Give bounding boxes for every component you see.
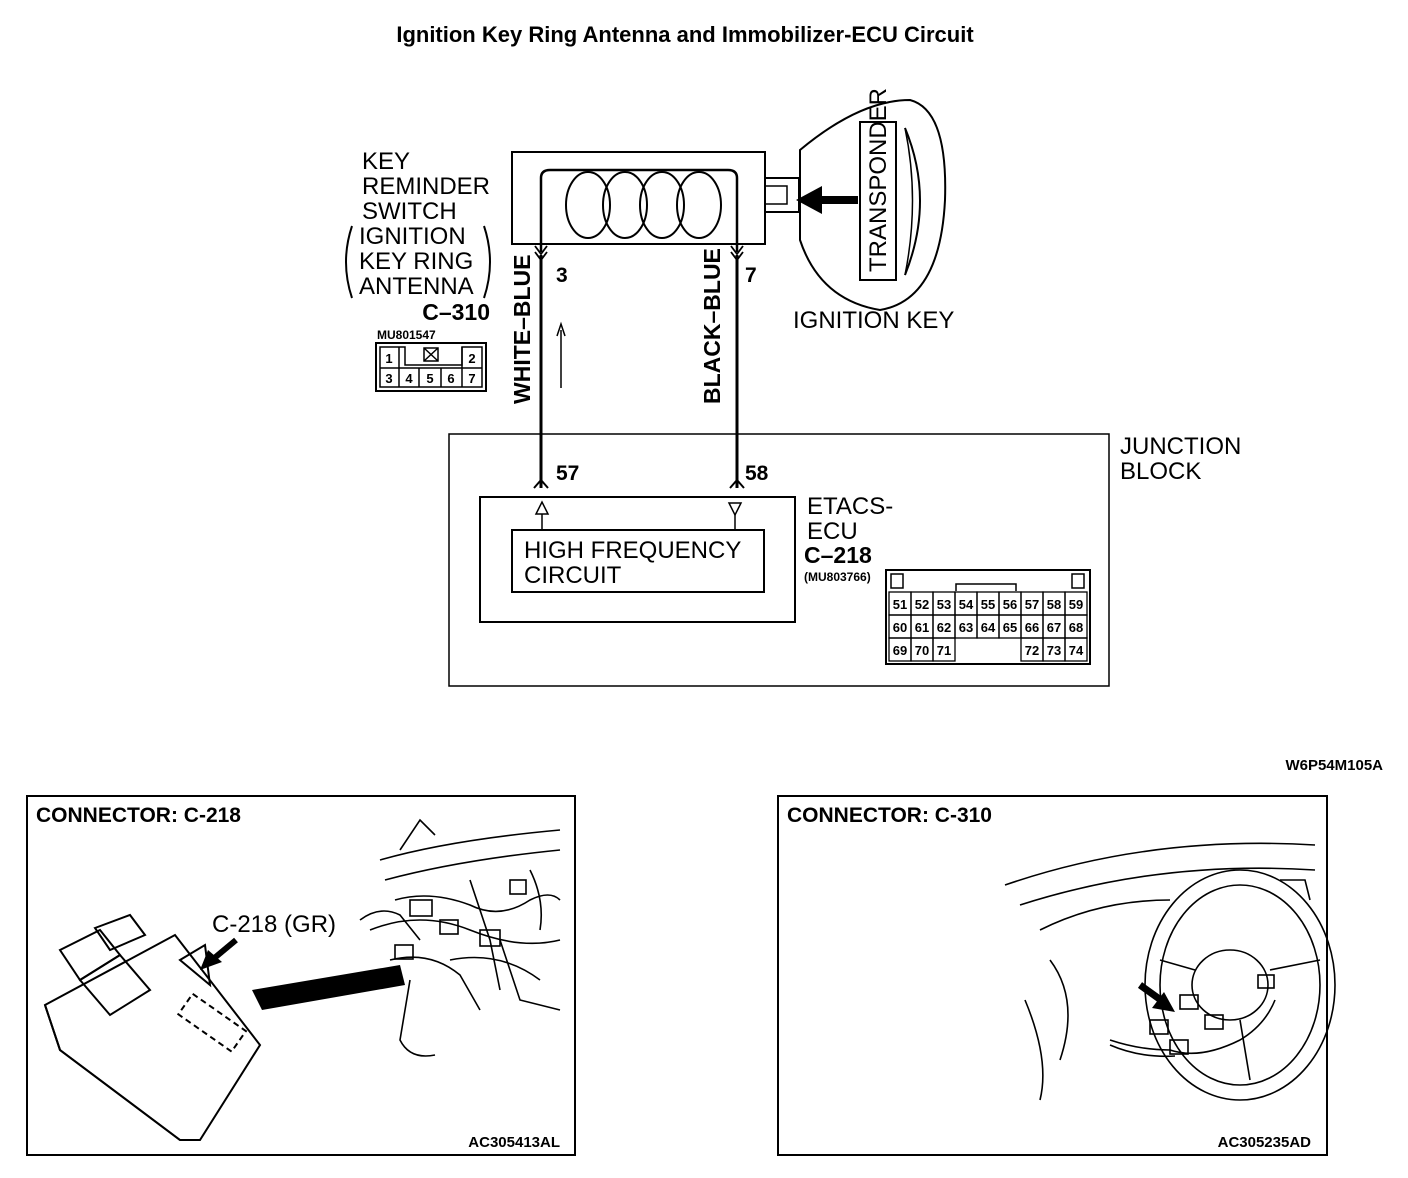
pin-3: 3 bbox=[556, 264, 568, 287]
blank-pin-icon bbox=[423, 347, 439, 362]
panel-c310: CONNECTOR: C-310 AC305235AD bbox=[777, 795, 1336, 1156]
callout-arrow-icon bbox=[210, 937, 238, 963]
c310-pin: 3 bbox=[385, 371, 392, 386]
pin-58: 58 bbox=[745, 462, 769, 485]
ignition-key-label: IGNITION KEY bbox=[793, 307, 954, 334]
black-blue-label: BLACK–BLUE bbox=[699, 248, 725, 404]
c310-pin: 5 bbox=[426, 371, 433, 386]
c218-pin: 56 bbox=[1003, 597, 1017, 612]
connector-c218-face: 51 52 53 54 55 56 57 58 59 60 61 62 63 64 65 66 67 68 69 70… bbox=[885, 569, 1091, 665]
right-paren bbox=[483, 225, 491, 299]
c218-pin-cell bbox=[932, 637, 956, 662]
figure-code: W6P54M105A bbox=[1285, 757, 1383, 774]
hf-circuit-line-2: CIRCUIT bbox=[524, 562, 622, 589]
c218-pin: 62 bbox=[937, 620, 951, 635]
c310-pin: 7 bbox=[468, 371, 475, 386]
white-blue-label: WHITE–BLUE bbox=[509, 255, 535, 405]
junction-label-1: JUNCTION bbox=[1120, 433, 1241, 460]
antenna-label-line-3: SWITCH bbox=[362, 198, 457, 225]
c218-pin: 61 bbox=[915, 620, 929, 635]
transponder-box bbox=[859, 121, 897, 281]
c218-pin: 68 bbox=[1069, 620, 1083, 635]
output-arrow-icon bbox=[534, 500, 550, 515]
pin-7: 7 bbox=[745, 264, 757, 287]
antenna-connector-id: C–310 bbox=[422, 299, 490, 325]
c310-pin: 2 bbox=[468, 351, 475, 366]
pointer-wedge bbox=[252, 965, 405, 1010]
transponder-label: TRANSPONDER bbox=[865, 88, 892, 272]
ecu-part-number: (MU803766) bbox=[804, 570, 871, 584]
ecu-label-1: ETACS- bbox=[807, 493, 893, 520]
c310-pin: 6 bbox=[447, 371, 454, 386]
ignition-key: TRANSPONDER IGNITION KEY bbox=[793, 88, 954, 334]
left-paren bbox=[345, 225, 353, 299]
ecu-label-2: ECU bbox=[807, 518, 858, 545]
wires: 3 7 57 58 WHITE–BLUE BLACK–BLUE bbox=[509, 245, 769, 489]
antenna-label-line-4: IGNITION bbox=[359, 223, 466, 250]
c218-pin: 69 bbox=[893, 643, 907, 658]
c218-pin: 58 bbox=[1047, 597, 1061, 612]
input-arrow-icon bbox=[727, 502, 743, 517]
antenna-label-line-2: REMINDER bbox=[362, 173, 490, 200]
panel-c310-title: CONNECTOR: C-310 bbox=[787, 804, 992, 827]
panel-c218: CONNECTOR: C-218 C-218 (GR) bbox=[26, 795, 576, 1156]
c218-pin: 60 bbox=[893, 620, 907, 635]
c218-pin: 51 bbox=[893, 597, 907, 612]
c310-pin: 4 bbox=[405, 371, 413, 386]
hf-circuit-line-1: HIGH FREQUENCY bbox=[524, 537, 741, 564]
c218-pin: 55 bbox=[981, 597, 995, 612]
c218-pin: 65 bbox=[1003, 620, 1017, 635]
ecu-connector-id: C–218 bbox=[804, 542, 872, 568]
panel-c218-code: AC305413AL bbox=[468, 1134, 560, 1151]
c218-pin: 59 bbox=[1069, 597, 1083, 612]
junction-label-2: BLOCK bbox=[1120, 458, 1201, 485]
antenna-label-line-1: KEY bbox=[362, 148, 410, 175]
panel-c310-code: AC305235AD bbox=[1218, 1134, 1312, 1151]
connector-c310-face: 1 2 3 4 5 6 7 bbox=[375, 342, 487, 392]
etacs-ecu: HIGH FREQUENCY CIRCUIT ETACS- ECU C–218 … bbox=[479, 493, 893, 623]
c218-pin: 70 bbox=[915, 643, 929, 658]
antenna-part-number: MU801547 bbox=[377, 328, 436, 342]
ecu-module-icon bbox=[43, 913, 262, 1141]
c218-callout: C-218 (GR) bbox=[212, 911, 336, 938]
high-frequency-circuit-box bbox=[511, 529, 765, 593]
c218-pin-cell bbox=[1064, 637, 1088, 662]
c218-pin: 72 bbox=[1025, 643, 1039, 658]
panel-c218-title: CONNECTOR: C-218 bbox=[36, 804, 241, 827]
diagram-title: Ignition Key Ring Antenna and Immobilize… bbox=[396, 22, 974, 47]
c218-pin: 53 bbox=[937, 597, 951, 612]
c218-pin: 63 bbox=[959, 620, 973, 635]
c218-pin: 67 bbox=[1047, 620, 1061, 635]
c218-pin: 54 bbox=[959, 597, 974, 612]
antenna-coil bbox=[511, 151, 800, 252]
antenna-label-line-5: KEY RING bbox=[359, 248, 473, 275]
antenna-label-line-6: ANTENNA bbox=[359, 273, 474, 300]
c218-pin: 64 bbox=[981, 620, 996, 635]
c218-pin: 57 bbox=[1025, 597, 1039, 612]
c218-pin: 73 bbox=[1047, 643, 1061, 658]
c218-pin: 66 bbox=[1025, 620, 1039, 635]
c218-pin: 52 bbox=[915, 597, 929, 612]
c218-pin: 71 bbox=[937, 643, 951, 658]
junction-block: JUNCTION BLOCK bbox=[448, 433, 1241, 687]
pin-57: 57 bbox=[556, 462, 579, 485]
dashboard-sketch-left bbox=[359, 818, 561, 1057]
c310-pin: 1 bbox=[385, 351, 392, 366]
steering-sketch bbox=[1004, 842, 1336, 1101]
antenna-label: KEY REMINDER SWITCH IGNITION KEY RING AN… bbox=[345, 148, 491, 342]
c218-pin: 74 bbox=[1069, 643, 1084, 658]
